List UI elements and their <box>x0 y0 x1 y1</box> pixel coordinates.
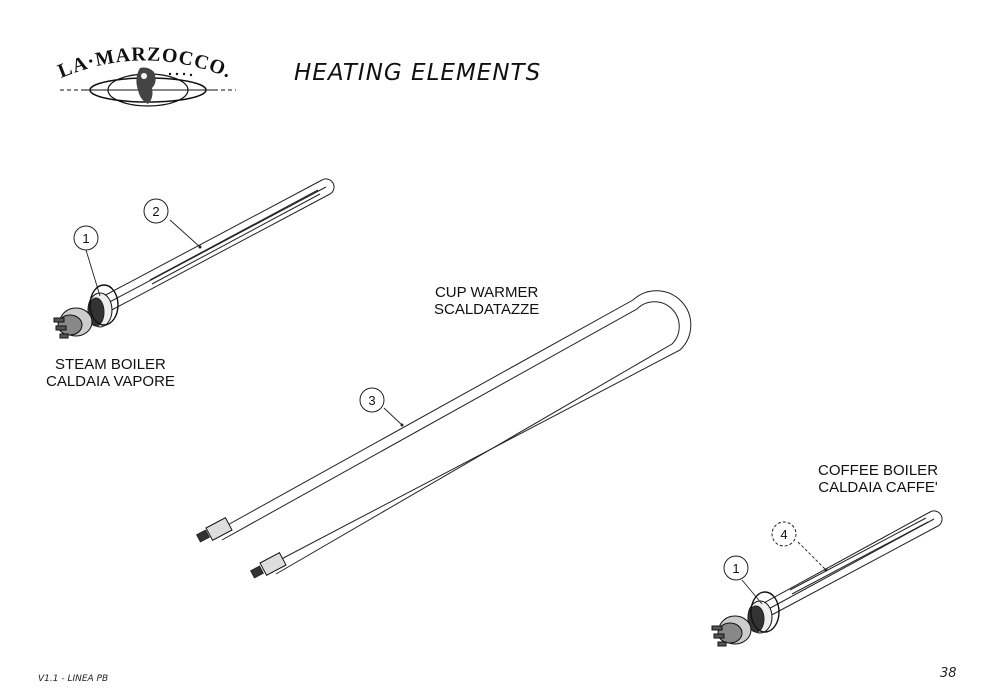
callout-3: 3 <box>359 387 385 413</box>
coffee-boiler-label: COFFEE BOILER CALDAIA CAFFE' <box>818 462 938 496</box>
steam-boiler-label-en: STEAM BOILER <box>55 356 166 373</box>
callout-2-leader <box>169 219 201 248</box>
cup-warmer-label-en: CUP WARMER <box>434 284 539 301</box>
callout-3-leader <box>383 407 403 426</box>
coffee-boiler-label-en: COFFEE BOILER <box>818 462 939 479</box>
cup-warmer-label: CUP WARMER SCALDATAZZE <box>434 284 539 318</box>
callout-1b-leader <box>741 579 763 605</box>
cup-warmer-element <box>196 290 692 579</box>
callout-4: 4 <box>771 521 797 547</box>
svg-text:3: 3 <box>368 393 375 408</box>
svg-text:4: 4 <box>780 527 787 542</box>
steam-boiler-label-it: CALDAIA VAPORE <box>46 373 175 390</box>
callout-1b: 1 <box>723 555 749 581</box>
cup-warmer-label-it: SCALDATAZZE <box>434 301 540 318</box>
version-footer: V1.1 - LINEA PB <box>38 674 109 684</box>
svg-text:2: 2 <box>152 204 159 219</box>
callout-2: 2 <box>143 198 169 224</box>
coffee-boiler-element <box>711 510 943 647</box>
svg-text:1: 1 <box>732 561 739 576</box>
page-number: 38 <box>940 666 957 681</box>
steam-boiler-label: STEAM BOILER CALDAIA VAPORE <box>46 356 175 390</box>
steam-boiler-element <box>53 178 335 339</box>
callout-4-leader <box>797 541 827 571</box>
callout-1a-leader <box>85 249 101 297</box>
la-marzocco-logo: LA·MARZOCCO. <box>55 43 236 107</box>
page-title: HEATING ELEMENTS <box>294 60 542 86</box>
svg-text:1: 1 <box>82 231 89 246</box>
coffee-boiler-label-it: CALDAIA CAFFE' <box>818 479 938 496</box>
callout-1a: 1 <box>73 225 99 251</box>
